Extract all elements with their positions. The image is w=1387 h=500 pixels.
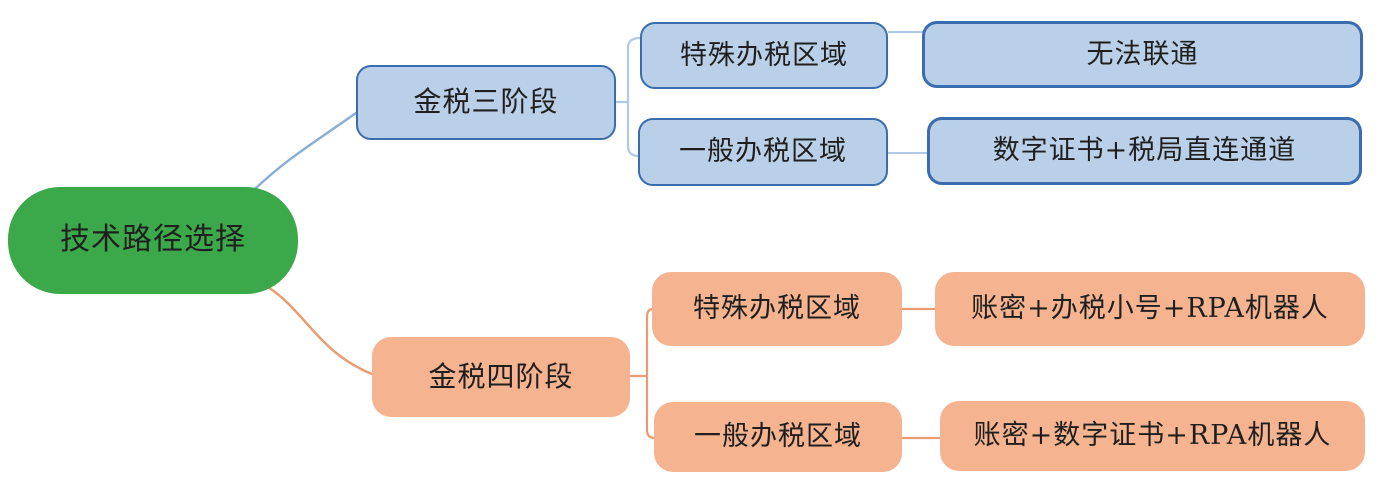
phase4-node: 金税四阶段: [372, 337, 630, 417]
phase4-special-area-value-node: 账密+办税小号+RPA机器人: [935, 272, 1365, 346]
phase3-special-area-node: 特殊办税区域: [640, 22, 888, 89]
root-to-phase3-curve: [254, 111, 358, 190]
phase3-general-area-value-node: 数字证书+税局直连通道: [927, 117, 1362, 185]
phase4-special-area-node: 特殊办税区域: [652, 272, 902, 346]
phase3-general-area-node: 一般办税区域: [638, 118, 888, 186]
phase4-general-area-node: 一般办税区域: [654, 402, 902, 472]
phase3-bracket: [626, 36, 641, 158]
root-node: 技术路径选择: [8, 187, 298, 294]
root-to-phase4-curve: [266, 285, 374, 376]
phase4-general-area-value-node: 账密+数字证书+RPA机器人: [940, 401, 1365, 471]
phase3-special-area-value-node: 无法联通: [922, 21, 1363, 88]
phase4-bracket: [645, 307, 656, 440]
phase3-node: 金税三阶段: [356, 65, 616, 140]
